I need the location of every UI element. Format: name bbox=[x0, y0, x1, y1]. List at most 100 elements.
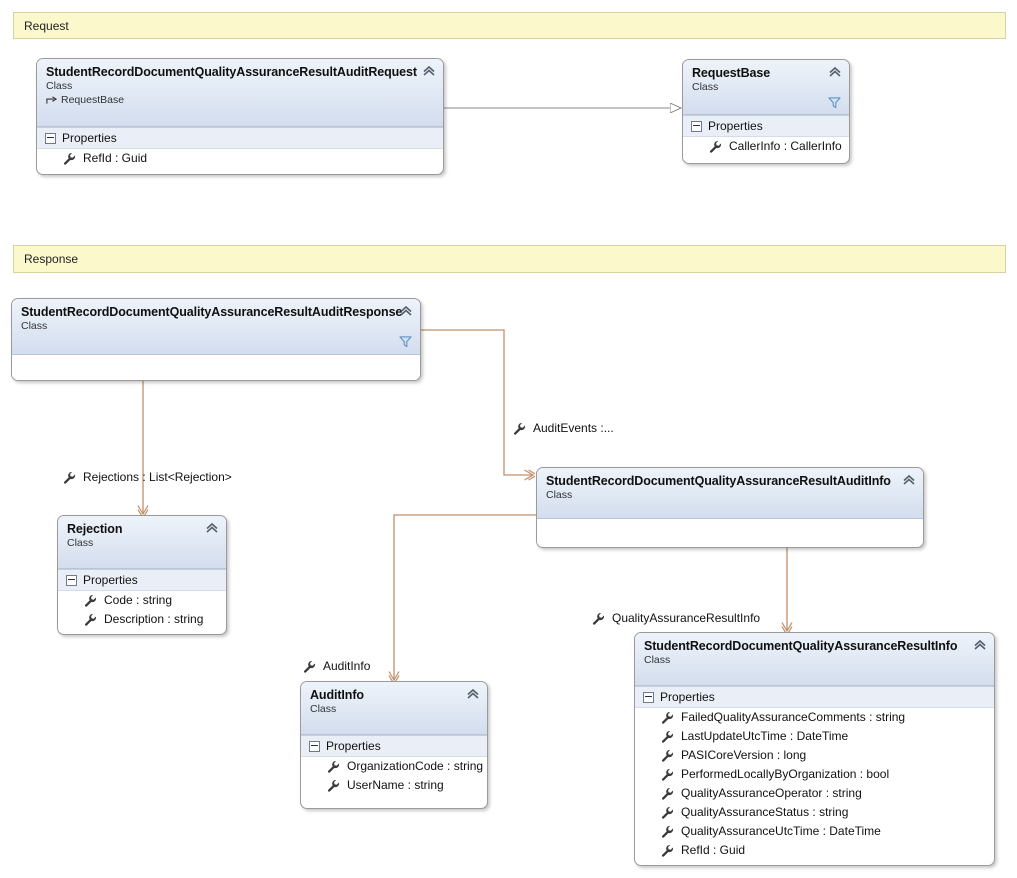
class-member-label: Description : string bbox=[104, 612, 204, 626]
class-box-response[interactable]: StudentRecordDocumentQualityAssuranceRes… bbox=[11, 298, 421, 381]
connector-association-response-to-auditinfo-result bbox=[421, 329, 533, 475]
class-member-label: RefId : Guid bbox=[681, 843, 746, 857]
class-box-request-base[interactable]: RequestBase Class Properties CallerInfo … bbox=[682, 59, 850, 164]
class-member-row[interactable]: CallerInfo : CallerInfo bbox=[683, 137, 849, 156]
class-member-row[interactable]: Code : string bbox=[58, 591, 226, 610]
filter-funnel-icon[interactable] bbox=[828, 96, 841, 109]
class-member-row[interactable]: RefId : Guid bbox=[37, 149, 443, 168]
class-title: StudentRecordDocumentQualityAssuranceRes… bbox=[21, 305, 403, 319]
class-header-request-base: RequestBase Class bbox=[683, 60, 849, 115]
section-banner-request-label: Request bbox=[24, 18, 69, 33]
class-member-label: FailedQualityAssuranceComments : string bbox=[681, 710, 906, 724]
class-section-label: Properties bbox=[326, 739, 381, 753]
class-member-label: PASICoreVersion : long bbox=[681, 748, 807, 762]
class-header-qa-result-info: StudentRecordDocumentQualityAssuranceRes… bbox=[635, 633, 994, 686]
wrench-icon bbox=[327, 779, 340, 792]
class-box-request[interactable]: StudentRecordDocumentQualityAssuranceRes… bbox=[36, 58, 444, 175]
wrench-icon bbox=[63, 152, 76, 165]
class-header-audit-info-result: StudentRecordDocumentQualityAssuranceRes… bbox=[537, 468, 923, 519]
class-stereotype: Class bbox=[546, 489, 573, 501]
class-section-properties[interactable]: Properties bbox=[301, 735, 487, 757]
class-body-response bbox=[12, 355, 420, 380]
class-member-label: PerformedLocallyByOrganization : bool bbox=[681, 767, 890, 781]
collapse-expander-icon[interactable] bbox=[66, 574, 77, 586]
section-banner-response-label: Response bbox=[24, 252, 79, 266]
connector-label-rejections: Rejections : List<Rejection> bbox=[63, 470, 232, 484]
collapse-chevron-up-icon[interactable] bbox=[466, 688, 480, 700]
class-title: StudentRecordDocumentQualityAssuranceRes… bbox=[46, 65, 417, 79]
class-box-audit-info[interactable]: AuditInfo Class Properties OrganizationC… bbox=[300, 681, 488, 809]
class-stereotype: Class bbox=[21, 320, 48, 332]
class-member-row[interactable]: LastUpdateUtcTime : DateTime bbox=[635, 727, 994, 746]
class-member-label: QualityAssuranceUtcTime : DateTime bbox=[681, 824, 881, 838]
class-title: Rejection bbox=[67, 522, 123, 536]
class-box-audit-info-result[interactable]: StudentRecordDocumentQualityAssuranceRes… bbox=[536, 467, 924, 548]
class-stereotype: Class bbox=[692, 81, 719, 93]
collapse-chevron-up-icon[interactable] bbox=[828, 66, 842, 78]
class-section-label: Properties bbox=[708, 119, 763, 133]
class-member-label: LastUpdateUtcTime : DateTime bbox=[681, 729, 849, 743]
class-stereotype: Class bbox=[46, 80, 73, 92]
class-section-label: Properties bbox=[62, 131, 117, 145]
class-stereotype: Class bbox=[67, 537, 94, 549]
class-member-row[interactable]: QualityAssuranceOperator : string bbox=[635, 784, 994, 803]
filter-funnel-icon[interactable] bbox=[399, 335, 412, 348]
collapse-chevron-up-icon[interactable] bbox=[973, 639, 987, 651]
class-header-response: StudentRecordDocumentQualityAssuranceRes… bbox=[12, 299, 420, 355]
collapse-expander-icon[interactable] bbox=[643, 691, 654, 703]
class-member-row[interactable]: PerformedLocallyByOrganization : bool bbox=[635, 765, 994, 784]
connector-association-auditinforesult-to-auditinfo bbox=[394, 514, 537, 680]
class-member-label: QualityAssuranceOperator : string bbox=[681, 786, 862, 800]
connector-label-audit-events-text: AuditEvents :... bbox=[533, 421, 614, 435]
collapse-chevron-up-icon[interactable] bbox=[422, 65, 436, 77]
class-box-qa-result-info[interactable]: StudentRecordDocumentQualityAssuranceRes… bbox=[634, 632, 995, 866]
collapse-chevron-up-icon[interactable] bbox=[205, 522, 219, 534]
class-member-label: CallerInfo : CallerInfo bbox=[729, 139, 842, 153]
collapse-expander-icon[interactable] bbox=[691, 120, 702, 132]
class-section-properties[interactable]: Properties bbox=[635, 686, 994, 708]
class-member-label: Code : string bbox=[104, 593, 173, 607]
connector-label-audit-info-text: AuditInfo bbox=[323, 659, 371, 673]
collapse-chevron-up-icon[interactable] bbox=[902, 474, 916, 486]
class-body-request-base: Properties CallerInfo : CallerInfo bbox=[683, 115, 849, 156]
class-body-rejection: Properties Code : string Description : s… bbox=[58, 569, 226, 629]
class-stereotype: Class bbox=[310, 703, 337, 715]
class-section-properties[interactable]: Properties bbox=[58, 569, 226, 591]
class-member-row[interactable]: Description : string bbox=[58, 610, 226, 629]
wrench-icon bbox=[513, 422, 526, 435]
class-member-label: UserName : string bbox=[347, 778, 444, 792]
collapse-expander-icon[interactable] bbox=[309, 740, 320, 752]
class-section-properties[interactable]: Properties bbox=[683, 115, 849, 137]
class-member-row[interactable]: QualityAssuranceUtcTime : DateTime bbox=[635, 822, 994, 841]
class-member-row[interactable]: OrganizationCode : string bbox=[301, 757, 487, 776]
class-member-row[interactable]: UserName : string bbox=[301, 776, 487, 795]
class-header-request: StudentRecordDocumentQualityAssuranceRes… bbox=[37, 59, 443, 127]
class-title: StudentRecordDocumentQualityAssuranceRes… bbox=[546, 474, 891, 488]
class-section-label: Properties bbox=[83, 573, 138, 587]
class-member-row[interactable]: RefId : Guid bbox=[635, 841, 994, 860]
collapse-chevron-up-icon[interactable] bbox=[399, 305, 413, 317]
class-section-properties[interactable]: Properties bbox=[37, 127, 443, 149]
wrench-icon bbox=[84, 594, 97, 607]
class-member-row[interactable]: QualityAssuranceStatus : string bbox=[635, 803, 994, 822]
connector-label-audit-info: AuditInfo bbox=[303, 659, 370, 673]
wrench-icon bbox=[327, 760, 340, 773]
class-title: AuditInfo bbox=[310, 688, 364, 702]
class-body-audit-info-result bbox=[537, 519, 923, 545]
connector-label-audit-events: AuditEvents :... bbox=[513, 421, 614, 435]
wrench-icon bbox=[661, 730, 674, 743]
class-box-rejection[interactable]: Rejection Class Properties Code : string… bbox=[57, 515, 227, 635]
wrench-icon bbox=[84, 613, 97, 626]
class-base-type: RequestBase bbox=[46, 94, 413, 106]
class-header-audit-info: AuditInfo Class bbox=[301, 682, 487, 735]
wrench-icon bbox=[661, 787, 674, 800]
wrench-icon bbox=[303, 660, 316, 673]
class-member-label: OrganizationCode : string bbox=[347, 759, 484, 773]
wrench-icon bbox=[661, 749, 674, 762]
class-member-row[interactable]: FailedQualityAssuranceComments : string bbox=[635, 708, 994, 727]
class-header-rejection: Rejection Class bbox=[58, 516, 226, 569]
collapse-expander-icon[interactable] bbox=[45, 132, 56, 144]
wrench-icon bbox=[709, 140, 722, 153]
class-member-row[interactable]: PASICoreVersion : long bbox=[635, 746, 994, 765]
class-title: RequestBase bbox=[692, 66, 771, 80]
